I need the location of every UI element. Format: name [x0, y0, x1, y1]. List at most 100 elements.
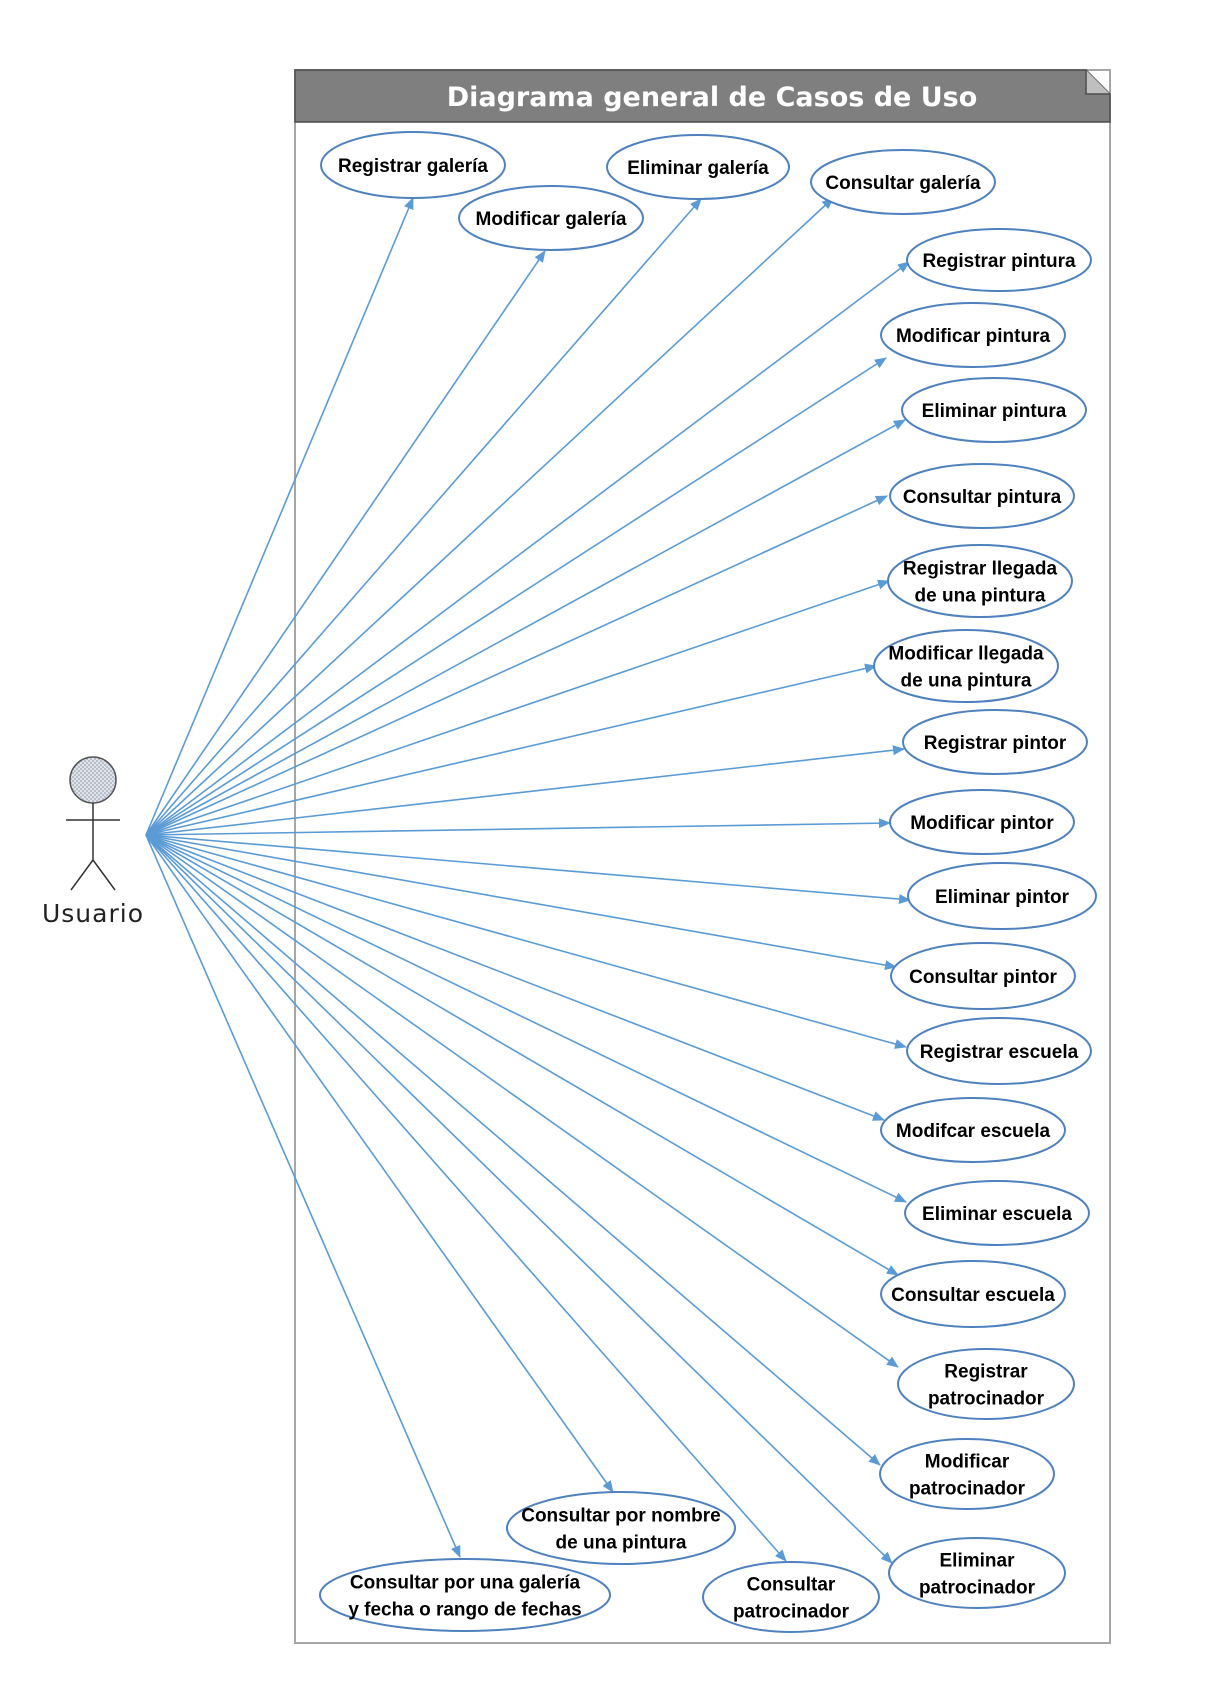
- uc-modificar-pintura: Modificar pintura: [880, 302, 1066, 368]
- uc-consultar-patrocinador-ellipse: [702, 1561, 880, 1633]
- uc-modificar-pintor-label: Modificar pintor: [910, 813, 1054, 834]
- uc-consultar-galeria-fecha-label: Consultar por una galería: [350, 1573, 581, 1594]
- frame-header-fold: [1085, 70, 1110, 95]
- uc-consultar-nombre-pintura-label: de una pintura: [556, 1533, 687, 1554]
- uc-registrar-pintor-label: Registrar pintor: [924, 733, 1067, 754]
- association-consultar-patrocinador: [145, 834, 787, 1562]
- uc-registrar-galeria-ellipse: [320, 131, 506, 199]
- uc-eliminar-patrocinador-label: Eliminar: [940, 1551, 1016, 1572]
- uc-modificar-patrocinador: Modificar patrocinador: [879, 1438, 1055, 1510]
- uc-eliminar-galeria-ellipse: [606, 134, 790, 200]
- uc-registrar-patrocinador-label: Registrar: [944, 1362, 1028, 1383]
- uc-consultar-pintura-label: Consultar pintura: [903, 487, 1062, 508]
- uc-eliminar-pintor: Eliminar pintor: [907, 862, 1097, 930]
- uc-consultar-pintor-label: Consultar pintor: [909, 967, 1057, 988]
- association-registrar-llegada: [145, 579, 890, 836]
- uc-modificar-pintor: Modificar pintor: [889, 789, 1075, 855]
- uc-registrar-escuela-ellipse: [906, 1017, 1092, 1085]
- uc-consultar-nombre-pintura-label: Consultar por nombre: [521, 1506, 721, 1527]
- actor-head: [69, 756, 117, 804]
- uc-consultar-escuela-label: Consultar escuela: [891, 1285, 1055, 1306]
- uc-eliminar-pintor-ellipse: [907, 862, 1097, 930]
- uc-eliminar-escuela-ellipse: [904, 1180, 1090, 1246]
- association-consultar-pintor: [145, 834, 897, 971]
- association-eliminar-escuela: [145, 834, 907, 1203]
- uc-eliminar-pintor-label: Eliminar pintor: [935, 887, 1070, 908]
- uc-eliminar-escuela-label: Eliminar escuela: [922, 1204, 1072, 1225]
- uc-eliminar-patrocinador-label: patrocinador: [919, 1578, 1036, 1599]
- uc-modificar-llegada-label: Modificar llegada: [888, 644, 1044, 665]
- uc-registrar-galeria: Registrar galería: [320, 131, 506, 199]
- uc-registrar-pintura-ellipse: [906, 228, 1092, 292]
- uc-registrar-patrocinador: Registrar patrocinador: [897, 1348, 1075, 1420]
- association-eliminar-pintura: [145, 419, 906, 836]
- uc-registrar-pintor-ellipse: [902, 709, 1088, 775]
- uc-consultar-pintura-ellipse: [889, 463, 1075, 529]
- association-consultar-pintura: [145, 495, 888, 836]
- association-registrar-patrocinador: [145, 834, 899, 1368]
- uc-modificar-galeria-label: Modificar galería: [476, 209, 627, 230]
- uc-modificar-galeria-ellipse: [458, 185, 644, 251]
- uc-registrar-pintor: Registrar pintor: [902, 709, 1088, 775]
- uc-consultar-patrocinador-label: Consultar: [747, 1575, 836, 1596]
- actor-leg-left: [70, 859, 94, 891]
- frame-header: [294, 69, 1111, 123]
- uc-consultar-galeria-fecha-ellipse: [319, 1558, 611, 1632]
- uc-eliminar-galeria-label: Eliminar galería: [627, 158, 769, 179]
- association-modifcar-escuela: [145, 834, 885, 1121]
- uc-modifcar-escuela: Modifcar escuela: [880, 1097, 1066, 1163]
- uc-consultar-nombre-pintura: Consultar por nombre de una pintura: [506, 1491, 736, 1565]
- uc-registrar-escuela: Registrar escuela: [906, 1017, 1092, 1085]
- uc-consultar-pintura: Consultar pintura: [889, 463, 1075, 529]
- uc-registrar-llegada-label: de una pintura: [915, 586, 1046, 607]
- uc-modificar-pintura-ellipse: [880, 302, 1066, 368]
- uc-modificar-patrocinador-label: patrocinador: [909, 1479, 1026, 1500]
- association-eliminar-galeria: [145, 198, 702, 836]
- uc-eliminar-pintura: Eliminar pintura: [901, 377, 1087, 443]
- diagram-title: Diagrama general de Casos de Uso: [447, 82, 978, 113]
- uc-consultar-escuela-ellipse: [880, 1260, 1066, 1328]
- association-registrar-pintura: [145, 261, 910, 836]
- association-registrar-galeria: [145, 197, 414, 836]
- association-registrar-escuela: [145, 834, 907, 1049]
- uc-consultar-pintor-ellipse: [890, 942, 1076, 1010]
- association-consultar-galeria-fecha: [145, 834, 461, 1558]
- uc-modificar-patrocinador-label: Modificar: [925, 1452, 1010, 1473]
- uc-consultar-galeria-fecha: Consultar por una galería y fecha o rango…: [319, 1558, 611, 1632]
- uc-consultar-galeria-label: Consultar galería: [825, 173, 981, 194]
- uc-consultar-galeria: Consultar galería: [810, 149, 996, 215]
- uc-modifcar-escuela-ellipse: [880, 1097, 1066, 1163]
- uc-registrar-pintura-label: Registrar pintura: [922, 251, 1076, 272]
- uc-consultar-patrocinador-label: patrocinador: [733, 1602, 850, 1623]
- uc-consultar-galeria-ellipse: [810, 149, 996, 215]
- uc-modificar-patrocinador-ellipse: [879, 1438, 1055, 1510]
- actor-label: Usuario: [42, 899, 144, 928]
- association-modificar-pintor: [145, 818, 891, 836]
- uc-eliminar-pintura-ellipse: [901, 377, 1087, 443]
- uc-eliminar-pintura-label: Eliminar pintura: [922, 401, 1067, 422]
- association-modificar-galeria: [145, 250, 546, 836]
- association-consultar-escuela: [145, 834, 899, 1276]
- uc-eliminar-galeria: Eliminar galería: [606, 134, 790, 200]
- uc-eliminar-patrocinador-ellipse: [888, 1537, 1066, 1609]
- uc-consultar-patrocinador: Consultar patrocinador: [702, 1561, 880, 1633]
- uc-consultar-nombre-pintura-ellipse: [506, 1491, 736, 1565]
- actor-usuario: Usuario: [42, 756, 144, 928]
- uc-modifcar-escuela-label: Modifcar escuela: [896, 1121, 1051, 1142]
- association-modificar-llegada: [145, 663, 877, 836]
- uc-registrar-llegada-ellipse: [887, 544, 1073, 618]
- uc-registrar-patrocinador-ellipse: [897, 1348, 1075, 1420]
- association-registrar-pintor: [145, 745, 905, 836]
- uc-consultar-escuela: Consultar escuela: [880, 1260, 1066, 1328]
- association-lines: [145, 197, 911, 1564]
- association-modificar-patrocinador: [145, 834, 881, 1466]
- uc-registrar-patrocinador-label: patrocinador: [928, 1389, 1045, 1410]
- association-consultar-nombre-pintura: [145, 834, 614, 1493]
- uc-registrar-llegada: Registrar llegada de una pintura: [887, 544, 1073, 618]
- uc-eliminar-patrocinador: Eliminar patrocinador: [888, 1537, 1066, 1609]
- uc-registrar-llegada-label: Registrar llegada: [903, 559, 1058, 580]
- uc-consultar-galeria-fecha-label: y fecha o rango de fechas: [348, 1600, 581, 1621]
